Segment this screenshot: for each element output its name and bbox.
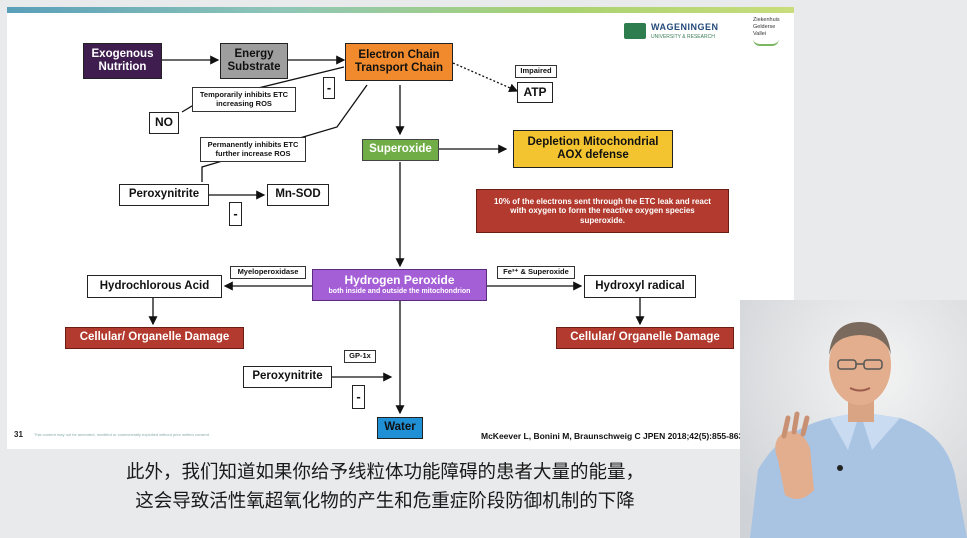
water-box: Water xyxy=(377,417,423,439)
no-box: NO xyxy=(149,112,179,134)
superoxide-box: Superoxide xyxy=(362,139,439,161)
minus-sign-1: - xyxy=(323,77,335,99)
partner-swoosh-icon xyxy=(753,39,779,46)
citation: McKeever L, Bonini M, Braunschweig C JPE… xyxy=(481,431,744,441)
wageningen-emblem-icon xyxy=(624,23,646,39)
cellular-damage-right-box: Cellular/ Organelle Damage xyxy=(556,327,734,349)
slide-top-bar xyxy=(7,7,794,13)
gp1x-label: GP-1x xyxy=(344,350,376,363)
cellular-damage-left-box: Cellular/ Organelle Damage xyxy=(65,327,244,349)
page-number: 31 xyxy=(14,430,23,439)
hydrochlorous-acid-box: Hydrochlorous Acid xyxy=(87,275,222,298)
hydrogen-peroxide-subtitle: both inside and outside the mitochondrio… xyxy=(328,288,471,296)
minus-sign-3: - xyxy=(352,385,365,409)
hydrogen-peroxide-box: Hydrogen Peroxide both inside and outsid… xyxy=(312,269,487,301)
presentation-slide: WAGENINGEN UNIVERSITY & RESEARCH Ziekenh… xyxy=(7,7,794,449)
exogenous-nutrition-box: Exogenous Nutrition xyxy=(83,43,162,79)
minus-sign-2: - xyxy=(229,202,242,226)
wageningen-logo: WAGENINGEN UNIVERSITY & RESEARCH xyxy=(624,19,734,45)
superoxide-info-note: 10% of the electrons sent through the ET… xyxy=(476,189,729,233)
video-subtitles: 此外，我们知道如果你给予线粒体功能障碍的患者大量的能量， 这会导致活性氧超氧化物… xyxy=(0,458,770,516)
peroxynitrite-box: Peroxynitrite xyxy=(119,184,209,206)
subtitle-line-1: 此外，我们知道如果你给予线粒体功能障碍的患者大量的能量， xyxy=(125,462,644,483)
partner-line-3: Vallei xyxy=(753,31,767,37)
etc-box: Electron Chain Transport Chain xyxy=(345,43,453,81)
partner-line-2: Gelderse xyxy=(753,24,776,30)
atp-box: ATP xyxy=(517,82,553,103)
hydrogen-peroxide-title: Hydrogen Peroxide xyxy=(344,272,455,287)
diagram-connectors xyxy=(148,55,645,415)
permanently-inhibits-label: Permanently inhibits ETC further increas… xyxy=(200,137,306,162)
hydroxyl-radical-box: Hydroxyl radical xyxy=(584,275,696,298)
arrow-etc-to-atp xyxy=(452,62,519,93)
mn-sod-box: Mn-SOD xyxy=(267,184,329,206)
fe-superoxide-label: Fe³⁺ & Superoxide xyxy=(497,266,575,279)
partner-logo: Ziekenhuis Gelderse Vallei xyxy=(753,17,793,51)
myeloperoxidase-label: Myeloperoxidase xyxy=(230,266,306,279)
peroxynitrite-2-box: Peroxynitrite xyxy=(243,366,332,388)
speaker-video xyxy=(740,300,967,538)
depletion-aox-box: Depletion Mitochondrial AOX defense xyxy=(513,130,673,168)
energy-substrate-box: Energy Substrate xyxy=(220,43,288,79)
footer-notice: This content may not be amended, modifie… xyxy=(34,432,209,437)
impaired-label: Impaired xyxy=(515,65,557,78)
wageningen-name: WAGENINGEN xyxy=(651,22,719,32)
wageningen-subtitle: UNIVERSITY & RESEARCH xyxy=(651,34,715,40)
partner-line-1: Ziekenhuis xyxy=(753,17,780,23)
subtitle-line-2: 这会导致活性氧超氧化物的产生和危重症阶段防御机制的下降 xyxy=(135,491,635,512)
temporarily-inhibits-label: Temporarily inhibits ETC increasing ROS xyxy=(192,87,296,112)
